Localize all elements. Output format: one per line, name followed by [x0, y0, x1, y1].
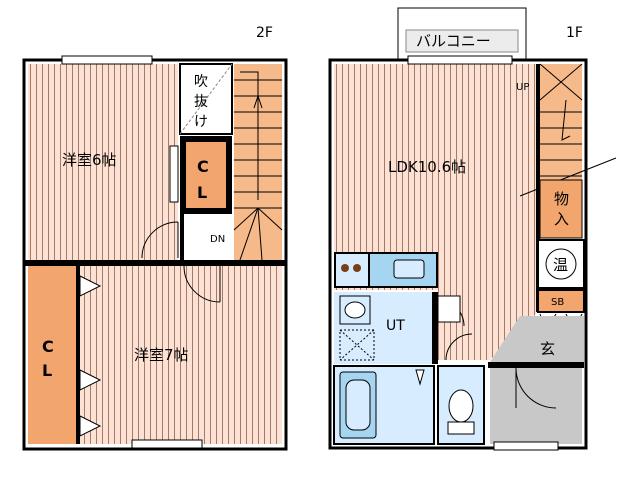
- floor-2-label: 2F: [256, 25, 273, 41]
- floor-1-label: 1F: [566, 25, 583, 41]
- closet-lower: [28, 266, 76, 444]
- void-char-2: 抜: [194, 94, 208, 110]
- ldk-label: LDK10.6帖: [388, 158, 466, 176]
- entrance-label: 玄: [540, 340, 555, 358]
- western-room-7-floor: [80, 266, 282, 444]
- floor-2-middle-wall: [24, 260, 286, 266]
- water-heater-label: 温: [553, 256, 568, 274]
- entrance-floor: [490, 368, 582, 444]
- toilet-door-swing: [445, 333, 473, 361]
- closet-upper: [186, 142, 226, 208]
- western-room-6-floor: [28, 64, 178, 260]
- kitchen-sink: [393, 259, 425, 279]
- toilet-tank: [447, 421, 475, 435]
- window-top-2f: [61, 55, 153, 65]
- stairs-2f: [233, 64, 283, 261]
- closet-upper-char-1: C: [197, 157, 209, 176]
- utility-label: UT: [386, 318, 405, 334]
- floor-2: 2F 洋室6帖 吹 抜 け C L: [22, 25, 288, 451]
- western-room-7-label: 洋室7帖: [134, 346, 189, 364]
- closet-lower-char-2: L: [42, 361, 52, 380]
- closet-upper-char-2: L: [197, 183, 207, 202]
- toilet-bowl: [448, 389, 474, 423]
- stove-burner-right: [353, 264, 361, 272]
- floor-1: 1F バルコニー LDK10.6帖 UP: [328, 7, 617, 451]
- closet-lower-char-1: C: [42, 337, 54, 356]
- void-char-1: 吹: [194, 74, 208, 90]
- washing-machine-space: [339, 329, 375, 361]
- shoe-box-label: SB: [551, 297, 564, 308]
- storage-char-2: 入: [554, 210, 569, 228]
- window-balcony-1f: [407, 55, 513, 65]
- shoe-box: [537, 289, 585, 313]
- stair-down-label: DN: [210, 234, 225, 245]
- closet-lower-doors: [79, 275, 102, 437]
- stove-burner-left: [341, 264, 349, 272]
- void-diagonal: [179, 63, 233, 135]
- kitchen-stove: [336, 254, 368, 286]
- stair-up-label: UP: [516, 82, 529, 93]
- door-swing-upper-room: [141, 221, 179, 259]
- entrance-door-swing: [515, 367, 557, 409]
- window-bottom-2f: [131, 439, 203, 449]
- water-heater-icon: [545, 248, 577, 280]
- closet-upper-door: [169, 145, 179, 203]
- door-swing-lower-room: [183, 265, 221, 303]
- void-char-3: け: [194, 114, 208, 130]
- balcony-label: バルコニー: [416, 32, 491, 50]
- storage-closet: [539, 179, 583, 239]
- entrance-step: [490, 316, 584, 362]
- storage-char-1: 物: [554, 190, 569, 208]
- western-room-6-label: 洋室6帖: [62, 151, 117, 169]
